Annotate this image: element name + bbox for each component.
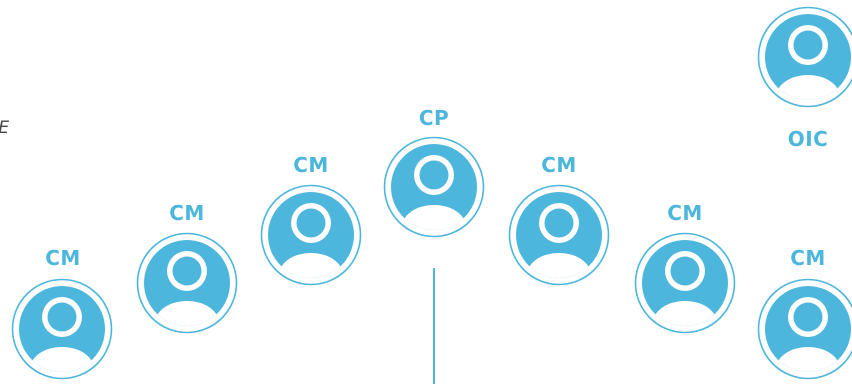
user-avatar-icon (508, 184, 610, 286)
user-avatar-icon (260, 184, 362, 286)
role-label-cm-5: CM (667, 201, 703, 225)
user-avatar-icon (757, 278, 852, 380)
user-avatar-icon (634, 232, 736, 334)
user-avatar-icon (757, 6, 852, 108)
user-avatar-icon (383, 136, 485, 238)
role-label-cm-6: CM (790, 246, 826, 270)
role-label-cm-4: CM (541, 153, 577, 177)
role-label-cm-3: CM (293, 153, 329, 177)
user-avatar-icon (11, 278, 113, 380)
role-label-cm-2: CM (169, 201, 205, 225)
role-label-cm-1: CM (45, 246, 81, 270)
user-avatar-icon (136, 232, 238, 334)
role-label-cp: CP (418, 106, 450, 130)
side-text-line-2: RCME (0, 118, 9, 138)
role-label-oic: OIC (787, 127, 829, 151)
connector-line (433, 268, 435, 384)
